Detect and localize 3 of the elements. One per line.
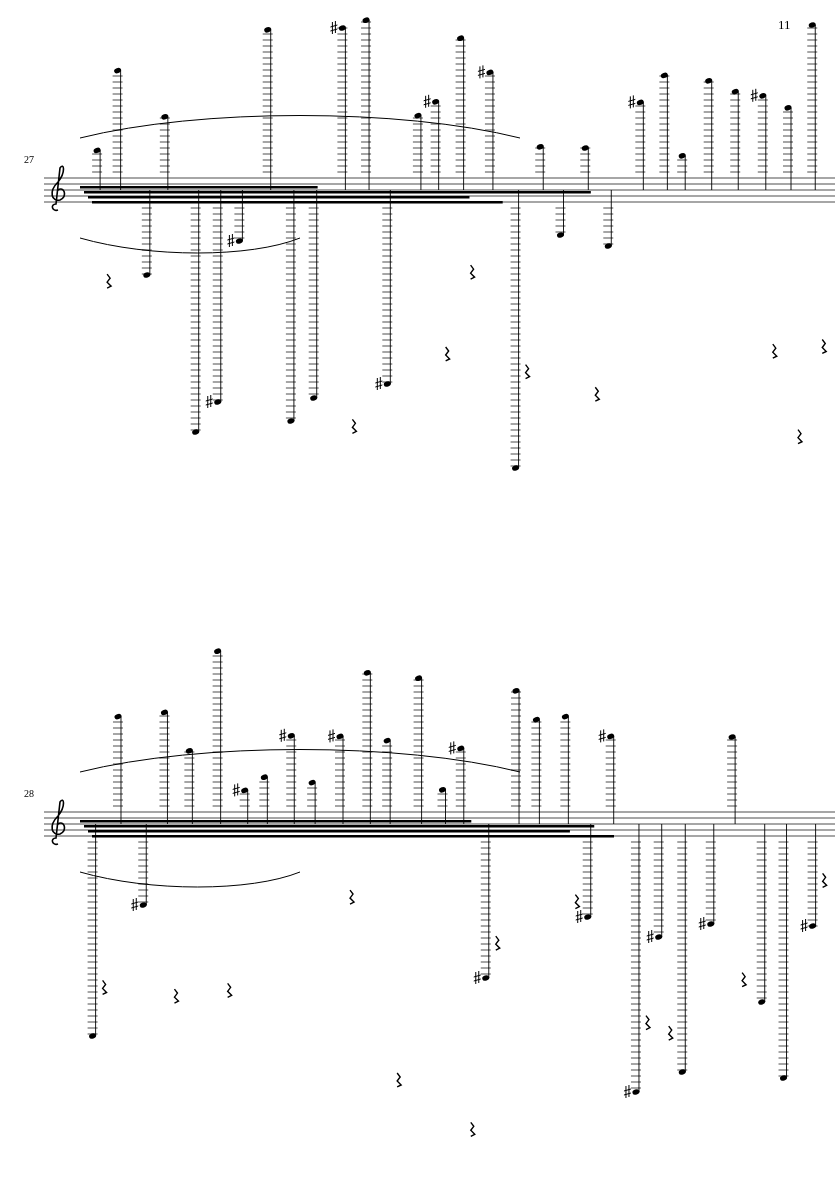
measure-number: 27 <box>24 155 34 165</box>
page-number: 11 <box>778 18 791 31</box>
measure-number: 28 <box>24 789 34 799</box>
